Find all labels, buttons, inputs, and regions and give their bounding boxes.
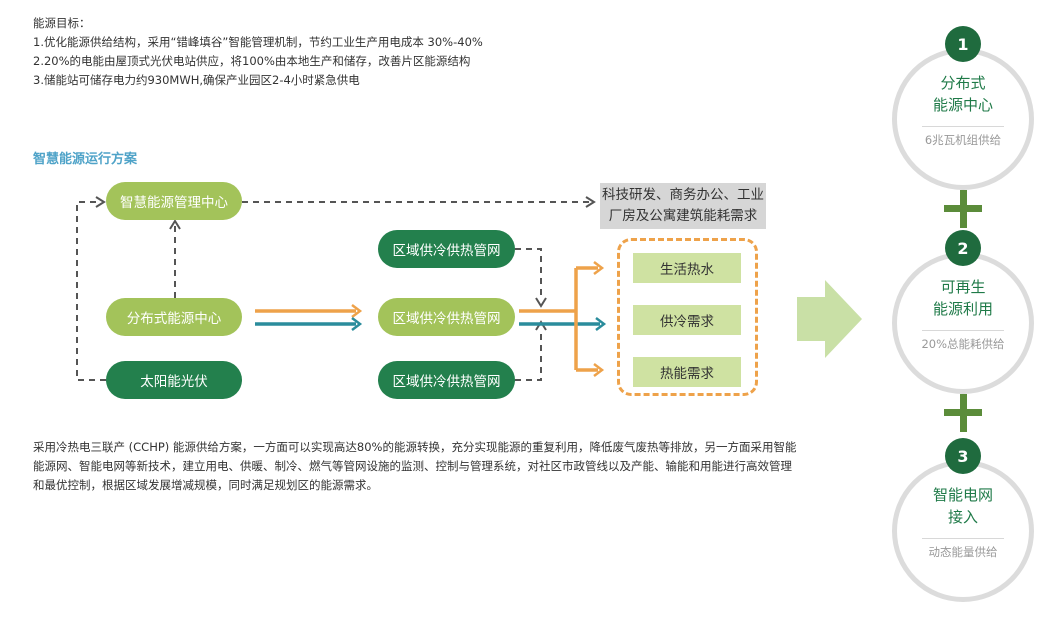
building-demand-box: 科技研发、商务办公、工业 厂房及公寓建筑能耗需求 [600,183,766,229]
demand-group-frame [617,238,758,396]
step-2: 2 可再生 能源利用 20%总能耗供给 [892,230,1034,394]
step-title-line-2: 能源利用 [932,300,993,318]
step-number-badge: 3 [945,438,981,474]
step-subtitle: 动态能量供给 [928,545,998,559]
network-node-bottom: 区域供冷供热管网 [378,361,515,399]
step-divider [922,538,1004,539]
energy-goals: 能源目标： 1.优化能源供给结构，采用“错峰填谷”智能管理机制，节约工业生产用电… [33,14,483,90]
solar-pv-node: 太阳能光伏 [106,361,242,399]
demand-cooling: 供冷需求 [633,305,741,335]
network-node-top: 区域供冷供热管网 [378,230,515,268]
step-ring [892,460,1034,602]
arrowhead-bottom-network [535,320,547,331]
building-demand-line-1: 科技研发、商务办公、工业 [602,187,764,203]
step-ring [892,252,1034,394]
scheme-title: 智慧能源运行方案 [33,152,138,167]
goal-item-3: 3.储能站可储存电力约930MWH,确保产业园区2-4小时紧急供电 [33,73,360,87]
step-divider [922,126,1004,127]
step-subtitle: 6兆瓦机组供给 [924,133,1002,147]
goal-item-2: 2.20%的电能由屋顶式光伏电站供应，将100%由本地生产和储存，改善片区能源结… [33,54,471,68]
step-1: 1 分布式 能源中心 6兆瓦机组供给 [892,26,1034,190]
flow-orange-arrowhead-bottom [593,363,605,377]
arrowhead-management-left [95,196,106,208]
flow-orange-arrowhead-top [593,261,605,275]
step-title: 可再生 能源利用 [892,276,1034,320]
step-title-line-2: 能源中心 [932,96,993,114]
arrowhead-demand [585,196,596,208]
big-arrow-icon [797,280,862,358]
flow-orange-branch [566,266,598,372]
flow-orange-arrowhead-1 [351,304,363,318]
step-title-line-2: 接入 [947,508,978,526]
step-title-line-1: 分布式 [940,74,986,92]
goals-heading: 能源目标： [33,16,91,30]
step-title: 分布式 能源中心 [892,72,1034,116]
connector-solar-loop [76,201,106,381]
step-ring [892,48,1034,190]
step-subtitle: 20%总能耗供给 [921,337,1005,351]
network-node-mid: 区域供冷供热管网 [378,298,515,336]
step-title: 智能电网 接入 [892,484,1034,528]
step-title-line-1: 智能电网 [932,486,993,504]
management-center-node: 智慧能源管理中心 [106,182,242,220]
distributed-center-node: 分布式能源中心 [106,298,242,336]
arrowhead-management-up [169,219,181,230]
flow-teal-arrowhead-1 [351,317,363,331]
connector-bottom-network [515,330,542,381]
step-number-badge: 1 [945,26,981,62]
scheme-description: 采用冷热电三联产 (CCHP) 能源供给方案，一方面可以实现高达80%的能源转换… [33,440,797,492]
demand-heating: 热能需求 [633,357,741,387]
building-demand-line-2: 厂房及公寓建筑能耗需求 [608,208,758,224]
step-number-badge: 2 [945,230,981,266]
step-title-line-1: 可再生 [940,278,986,296]
flow-teal-arrowhead-2 [595,317,607,331]
step-3: 3 智能电网 接入 动态能量供给 [892,438,1034,602]
arrowhead-top-network [535,297,547,308]
step-divider [922,330,1004,331]
connector-top-network [515,248,542,300]
demand-hot-water: 生活热水 [633,253,741,283]
goal-item-1: 1.优化能源供给结构，采用“错峰填谷”智能管理机制，节约工业生产用电成本 30%… [33,35,483,49]
